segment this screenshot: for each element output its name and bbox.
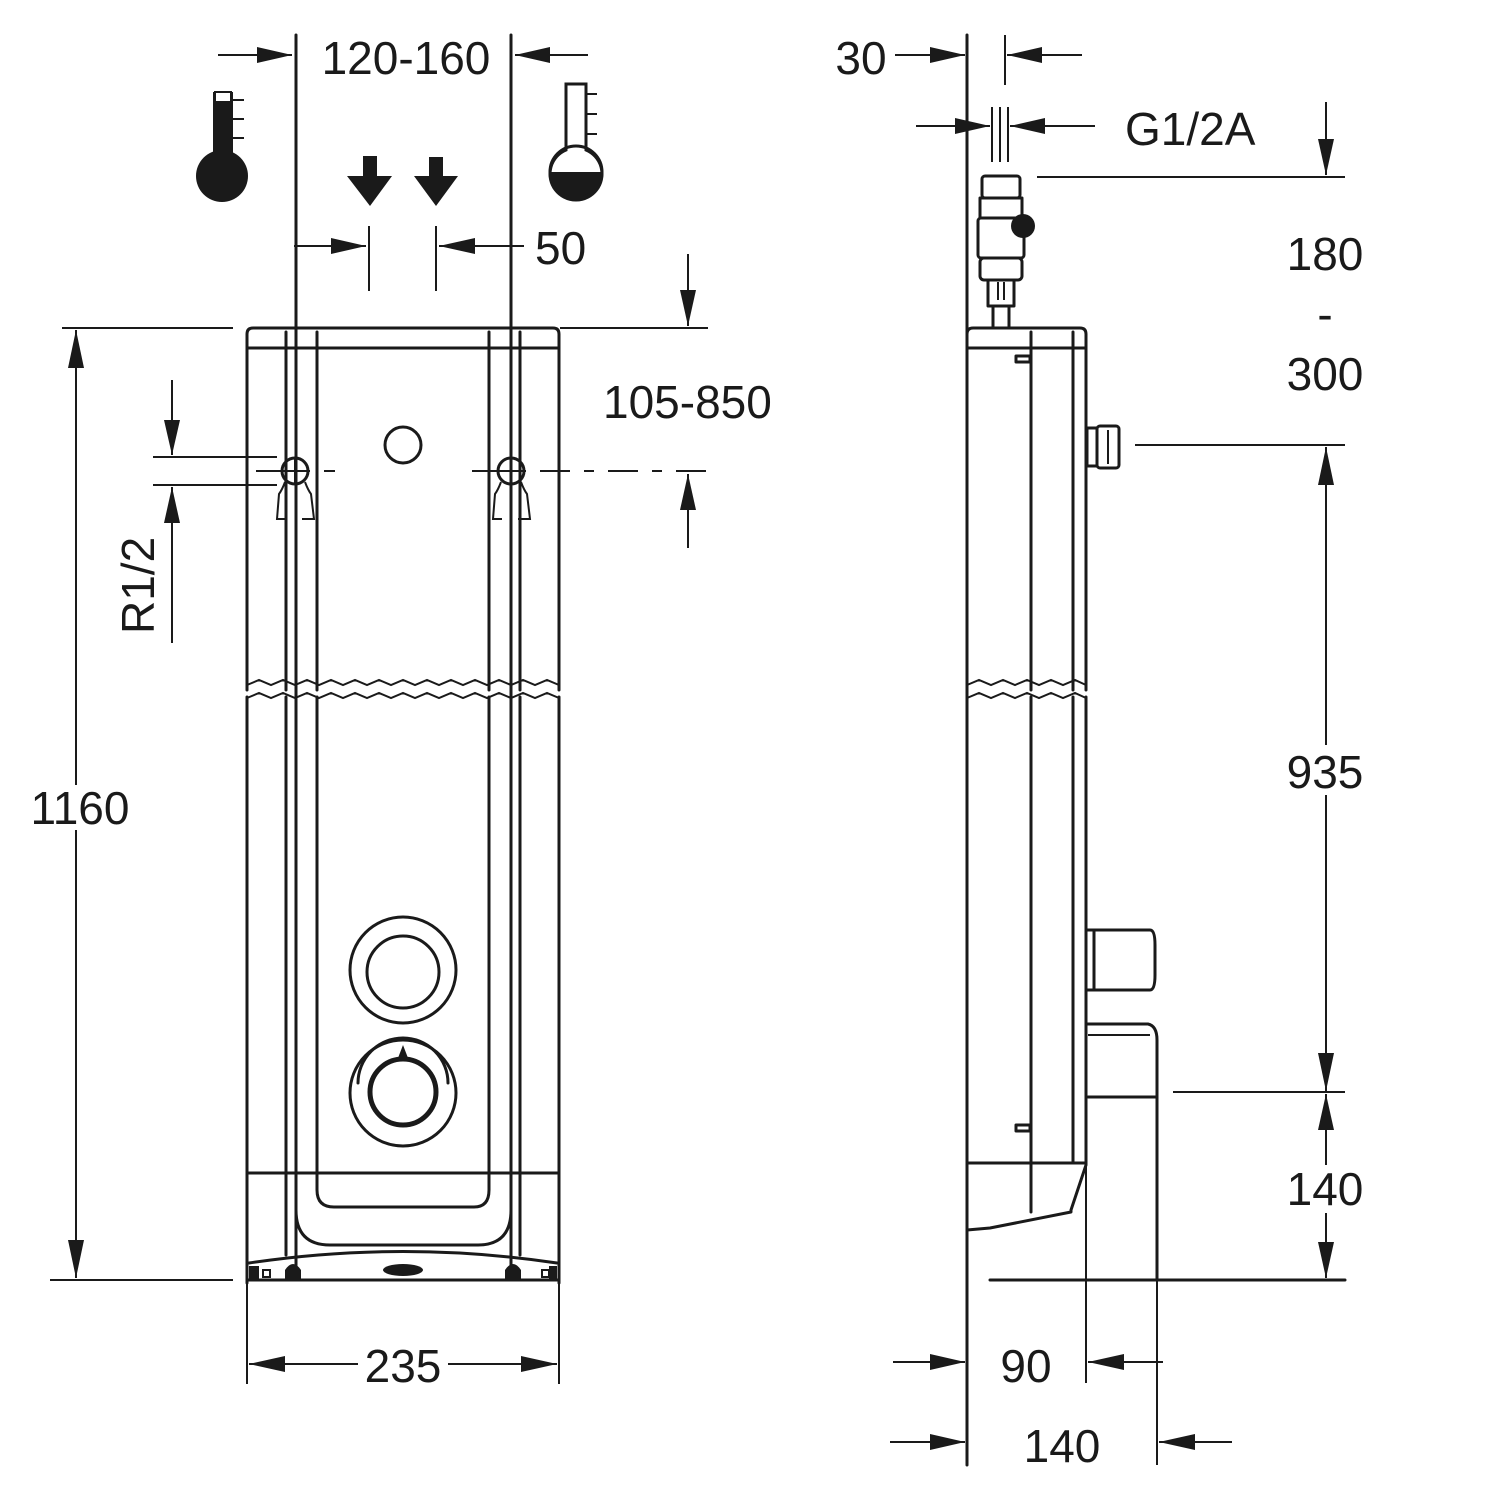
side-view: 30 G1/2A [835,32,1363,1472]
thermometer-cold-icon [196,91,248,202]
thermometer-hot-icon [548,82,604,202]
dim-label-total-height: 1160 [31,782,130,834]
center-hole [383,425,423,465]
dim-label-inlet-offset: 50 [535,222,586,274]
dimension-inlet-offset: 50 [294,222,586,291]
dimension-height-adjust: 105-850 [560,254,772,548]
dim-label-lower-offset: 140 [1287,1163,1364,1215]
dim-label-width: 235 [365,1340,442,1392]
dimension-connection-spacing: 120-160 [218,32,588,1272]
panel-body-front [245,326,561,1285]
dimension-width: 235 [246,1283,560,1392]
dim-label-valve-width: 30 [835,32,886,84]
arrow-down-icon [347,156,392,206]
dimension-outlet-spacing: 935 [1135,444,1364,1091]
panel-body-side [965,326,1159,1465]
dim-label-depth-total: 140 [1024,1420,1101,1472]
dimension-depth-total: 140 [890,1420,1232,1472]
dimension-depth-body: 90 [893,1340,1163,1392]
control-knobs [348,915,458,1148]
push-button [348,915,458,1025]
dimension-valve-height: 180 - 300 [1037,102,1363,400]
thermostat-knob [348,1036,458,1148]
angle-valve [976,174,1035,330]
dim-label-connection-thread: R1/2 [112,537,164,634]
dim-label-valve-height-min: 180 [1287,228,1364,280]
dimension-total-height: 1160 [31,327,233,1281]
front-view: 120-160 50 [31,32,772,1392]
dim-label-connection-spacing: 120-160 [322,32,491,84]
dim-label-valve-height-sep: - [1317,288,1332,340]
dim-label-outlet-spacing: 935 [1287,746,1364,798]
dim-label-height-adjust: 105-850 [603,376,772,428]
dimension-valve-width: 30 [835,32,1082,1467]
dimension-connection-thread: R1/2 [112,380,277,643]
dim-label-valve-height-max: 300 [1287,348,1364,400]
dimension-lower-offset: 140 [988,1091,1364,1282]
dimension-valve-thread: G1/2A [916,103,1256,162]
dim-label-valve-thread: G1/2A [1125,103,1256,155]
dim-label-depth-body: 90 [1000,1340,1051,1392]
arrow-down-icon [414,157,458,206]
